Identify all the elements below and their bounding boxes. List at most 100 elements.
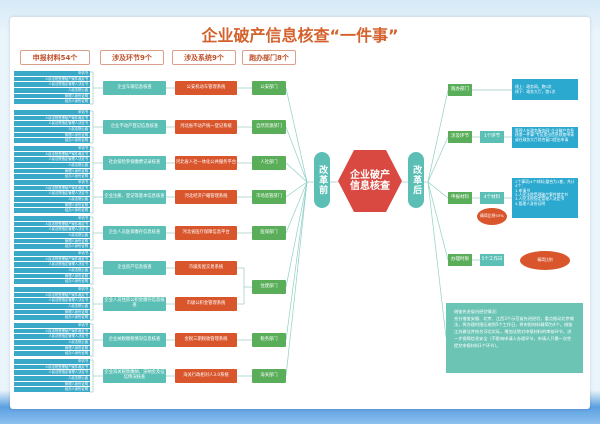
materials-group: 申请书人民法院受理破产案件裁定书人民法院指定管理人决定书人民法院公函管理人身份证… [14,110,90,145]
material-item: 申请书 [14,180,90,186]
system-box: 河北经济户籍管理系统 [175,190,237,204]
link-box: 企业不动产登记信息核查 [103,120,166,134]
link-box: 企业人员住房公积金缴存信息核查 [103,297,166,311]
department-box: 自然资源部门 [252,120,286,134]
material-item: 人民法院公函 [14,268,90,274]
material-item: 人民法院受理破产案件裁定书 [14,151,90,158]
material-item: 人民法院公函 [14,376,90,382]
after-dept-info: 线上：政务网，跑0次 线下：政务大厅，跑1次 [512,79,578,100]
materials-group: 申请书人民法院受理破产案件裁定书人民法院指定管理人决定书人民法院公函管理人身份证… [14,216,90,251]
material-item: 申请书 [14,216,90,222]
connector [285,181,308,198]
material-item: 人民法院指定管理人决定书 [14,227,90,234]
material-item: 管理人身份证明 [14,309,90,316]
material-item: 经办人身份证明 [14,279,90,286]
after-time-node: 办理时限 [448,254,472,266]
material-item: 管理人身份证明 [14,238,90,245]
material-item: 经办人身份证明 [14,99,90,106]
material-item: 人民法院指定管理人决定书 [14,334,90,341]
system-box: 河北省不动产统一登记系统 [175,120,237,134]
materials-reduction-bubble: 精简比例93% [477,208,507,225]
material-item: 管理人身份证明 [14,132,90,139]
link-box: 企业人员医保缴存信息核查 [103,226,166,240]
system-box: 公安机动车管理系统 [175,81,237,95]
material-item: 经办人身份证明 [14,138,90,145]
system-box: 海关行政相对人3.0系统 [175,369,237,383]
material-item: 人民法院受理破产案件裁定书 [14,256,90,263]
link-box: 企业房产信息核查 [103,261,166,275]
material-item: 管理人身份证明 [14,273,90,280]
connector [285,162,308,183]
info-line: 1个事项(4个材料)整合为1套，共计4个： [515,179,575,189]
material-item: 管理人身份证明 [14,93,90,100]
note-body: 充分借鉴安徽、北京、江西3个示范省先进经验，重点推动北京做法，将办理时限压缩到5… [454,315,574,348]
system-box: 河北省医疗保障信息平台 [175,226,237,240]
material-item: 申请书 [14,110,90,116]
link-box: 企业纳税缴税情况信息核查 [103,333,166,347]
connector [285,126,308,183]
after-time-value: 5个工作日 [480,254,504,266]
link-box: 社会保险参保缴费记录核查 [103,156,166,170]
info-line: 1.申请书 [515,187,531,193]
department-box: 市场监管部门 [252,190,286,204]
department-box: 税务部门 [252,333,286,347]
after-dept-node: 跑办部门 [448,84,472,96]
material-item: 人民法院指定管理人决定书 [14,157,90,164]
department-box: 海关部门 [252,369,286,383]
page-title: 企业破产信息核查“一件事” [201,26,399,45]
material-item: 申请书 [14,323,90,329]
material-item: 人民法院受理破产案件裁定书 [14,364,90,371]
material-item: 管理人身份证明 [14,168,90,175]
material-item: 人民法院指定管理人决定书 [14,121,90,128]
system-box: 市级公积金管理系统 [175,297,237,311]
materials-group: 申请书人民法院受理破产案件裁定书人民法院指定管理人决定书人民法院公函管理人身份证… [14,180,90,215]
material-item: 经办人身份证明 [14,351,90,358]
system-box: 金税三期税收管理系统 [175,333,237,347]
after-materials-node: 申报材料 [448,192,472,204]
connector [427,136,449,183]
connector [285,181,308,234]
system-box: 河北省人社一体化公共服务平台 [175,156,237,170]
link-box: 企业车辆信息核查 [103,81,166,95]
after-materials-value: 4个材料 [480,192,504,204]
material-item: 人民法院公函 [14,340,90,346]
materials-group: 申请书人民法院受理破产案件裁定书人民法院指定管理人决定书人民法院公函管理人身份证… [14,251,90,286]
after-reform-label: 改革后 [408,152,424,208]
materials-group: 申请书人民法院受理破产案件裁定书人民法院指定管理人决定书人民法院公函管理人身份证… [14,359,90,394]
material-item: 人民法院指定管理人决定书 [14,262,90,269]
material-item: 人民法院公函 [14,127,90,133]
info-line: 3.人民法院指定管理人决定书 [515,196,565,202]
before-reform-label: 改革前 [314,152,330,208]
material-item: 经办人身份证明 [14,174,90,181]
info-line: 2.人民法院受理破产案件裁定书 [515,192,568,198]
material-item: 人民法院公函 [14,233,90,239]
material-item: 经办人身份证明 [14,387,90,394]
connector [285,181,308,341]
material-item: 管理人身份证明 [14,202,90,209]
materials-group: 申请书人民法院受理破产案件裁定书人民法院指定管理人决定书人民法院公函管理人身份证… [14,146,90,181]
info-line: 4.管理人身份证明 [515,200,546,206]
material-item: 人民法院公函 [14,304,90,310]
material-item: 申请书 [14,359,90,365]
materials-group: 申请书人民法院受理破产案件裁定书人民法院指定管理人决定书人民法院公函管理人身份证… [14,71,90,106]
material-item: 管理人身份证明 [14,345,90,352]
connector [285,181,308,288]
material-item: 人民法院受理破产案件裁定书 [14,292,90,299]
link-box: 企业海关税款缴纳、滞纳金及征信情况核查 [103,369,166,383]
connector [285,87,308,183]
info-line: 线下：政务大厅，跑1次 [515,88,556,94]
material-item: 人民法院受理破产案件裁定书 [14,115,90,122]
header-departments: 跑办部门8个 [242,50,296,65]
connector [427,89,449,183]
connector [285,181,308,377]
material-item: 人民法院受理破产案件裁定书 [14,76,90,83]
after-link-node: 涉及环节 [448,131,472,143]
material-item: 人民法院受理破产案件裁定书 [14,185,90,192]
connector [427,181,447,338]
info-line: 线上：政务网，跑0次 [515,84,552,90]
experience-note: 借鉴先进省份经验情况: 充分借鉴安徽、北京、江西3个示范省先进经验，重点推动北京… [446,303,583,373]
material-item: 人民法院受理破产案件裁定书 [14,328,90,335]
header-links: 涉及环节9个 [100,50,164,65]
materials-group: 申请书人民法院受理破产案件裁定书人民法院指定管理人决定书人民法院公函管理人身份证… [14,287,90,322]
